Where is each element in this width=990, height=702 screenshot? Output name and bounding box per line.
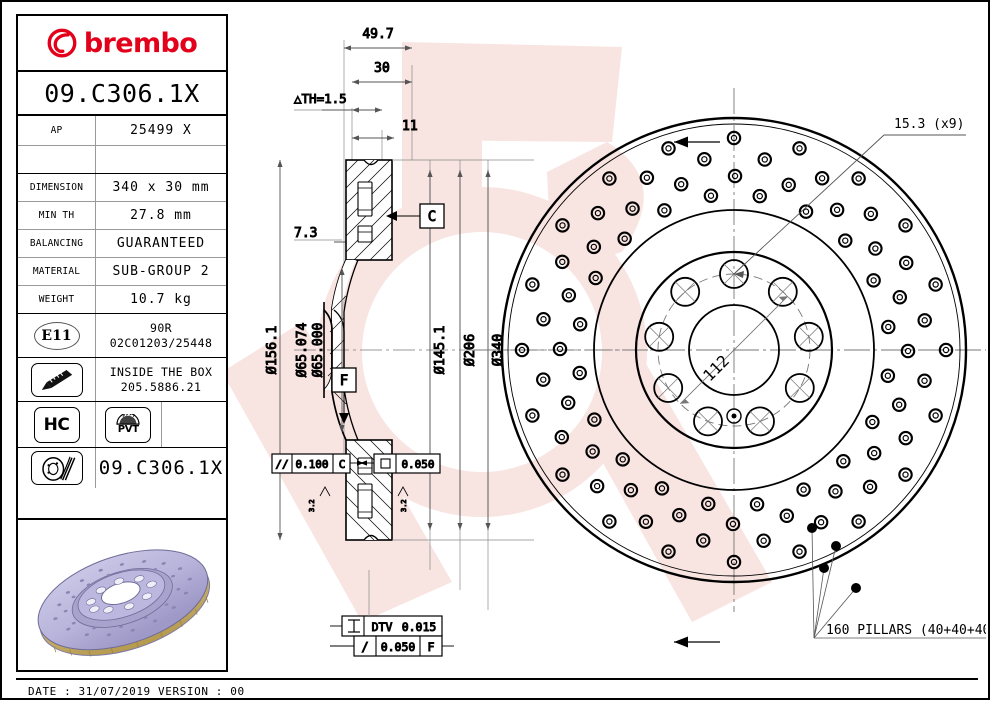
tol-runout-datum: F (428, 640, 435, 654)
disc-code-value: 09.C306.1X (98, 457, 224, 479)
homologation-line1: 90R (150, 321, 172, 336)
table-row-ap: AP 25499 X (18, 116, 226, 146)
datum-f-label: F (340, 373, 348, 389)
e11-approval-badge: E11 (33, 321, 80, 350)
spec-table-panel: brembo 09.C306.1X AP 25499 X DIMENSION 3… (16, 14, 228, 674)
pillars-callout-leader (811, 527, 986, 639)
brembo-spiral-logo (47, 28, 77, 58)
brake-disc-icon (30, 451, 83, 485)
dim-th-delta: △TH=1.5 (294, 91, 347, 106)
tolerance-frame-runout: / 0.050 F (330, 635, 454, 657)
front-view: 112 15.3 (x9) (474, 88, 986, 648)
hole-callout-leader (733, 134, 966, 278)
dimension-value: 340 x 30 mm (112, 180, 210, 195)
table-row-dimension: DIMENSION 340 x 30 mm (18, 174, 226, 202)
accessory-line2: 205.5886.21 (120, 379, 202, 394)
table-row-homologation: E11 90R 02C01203/25448 (18, 314, 226, 358)
rotation-arrow-top (674, 136, 720, 148)
table-row-disc-code: 09.C306.1X (18, 448, 226, 488)
pvt-coating-icon: PVT (105, 406, 152, 443)
table-row-min-th: MIN TH 27.8 mm (18, 202, 226, 230)
svg-text:3.2: 3.2 (400, 499, 408, 512)
weight-value: 10.7 kg (130, 292, 192, 307)
datum-c-label: C (428, 209, 436, 225)
pvt-label: PVT (117, 424, 139, 435)
ap-label: AP (50, 125, 63, 136)
brake-disc-3d-render (18, 520, 226, 670)
tol-dtv-label: DTV (372, 620, 393, 634)
product-photo-panel (16, 520, 228, 672)
technical-drawing: 49.7 30 △TH=1.5 (234, 10, 986, 674)
brand-name: brembo (83, 27, 198, 59)
tol-runout-value: 0.050 (381, 640, 416, 654)
dim-cheek: 11 (402, 119, 418, 134)
dim-disc-width: 30 (374, 61, 390, 76)
table-row-balancing: BALANCING GUARANTEED (18, 230, 226, 258)
min-th-value: 27.8 mm (130, 208, 192, 223)
brand-header: brembo (18, 16, 226, 72)
ap-value: 25499 X (130, 123, 192, 138)
table-row-marks: HC (18, 402, 226, 448)
tolerance-frame-dtv: DTV 0.015 (330, 615, 443, 637)
tol-parallel-datum: C (339, 458, 346, 471)
hc-badge-icon: HC (33, 406, 80, 443)
pillars-callout-label: 160 PILLARS (40+40+40+40) (826, 623, 986, 638)
dim-outer-hat: Ø156.1 (264, 326, 280, 375)
weight-label: WEIGHT (38, 294, 75, 305)
table-row-material: MATERIAL SUB-GROUP 2 (18, 258, 226, 286)
table-row-weight: WEIGHT 10.7 kg (18, 286, 226, 314)
tolerance-frame-parallel: // 0.100 C (271, 453, 364, 474)
tol-dtv-value: 0.015 (402, 620, 437, 634)
homologation-line2: 02C01203/25448 (109, 335, 213, 350)
datum-c-marker: C (386, 203, 445, 229)
dim-overall-width: 49.7 (362, 27, 393, 42)
table-row-accessory: INSIDE THE BOX 205.5886.21 (18, 358, 226, 402)
hole-callout-label: 15.3 (x9) (894, 117, 964, 132)
material-label: MATERIAL (32, 266, 81, 277)
rotation-arrow-bottom (674, 636, 720, 648)
hc-label: HC (43, 414, 70, 435)
material-value: SUB-GROUP 2 (112, 264, 210, 279)
screw-icon (30, 362, 83, 397)
tol-runout-symbol: / (361, 640, 368, 654)
dimension-label: DIMENSION (29, 182, 84, 193)
pillar-dots (807, 523, 861, 593)
svg-text:3.2: 3.2 (308, 499, 316, 512)
dim-bore-lower: Ø65.000 (311, 323, 326, 378)
balancing-value: GUARANTEED (116, 236, 206, 251)
tol-parallel-symbol: // (275, 458, 288, 471)
part-number-value: 09.C306.1X (44, 78, 200, 108)
tol-parallel-value: 0.100 (295, 458, 328, 471)
accessory-line1: INSIDE THE BOX (109, 365, 213, 380)
table-row-blank (18, 146, 226, 174)
min-th-label: MIN TH (38, 210, 75, 221)
dim-offset: 7.3 (294, 226, 317, 241)
footer-bar: DATE : 31/07/2019 VERSION : 00 (16, 678, 978, 698)
part-number-header: 09.C306.1X (18, 72, 226, 116)
cross-section-view: 49.7 30 △TH=1.5 (264, 27, 674, 657)
datum-f-marker: F (331, 367, 357, 424)
balancing-label: BALANCING (29, 238, 84, 249)
tol-flatness-value: 0.050 (401, 458, 434, 471)
footer-date-version: DATE : 31/07/2019 VERSION : 00 (28, 685, 245, 698)
dim-inner-ring: Ø145.1 (432, 326, 448, 375)
dim-bore-upper: Ø65.074 (295, 322, 310, 377)
